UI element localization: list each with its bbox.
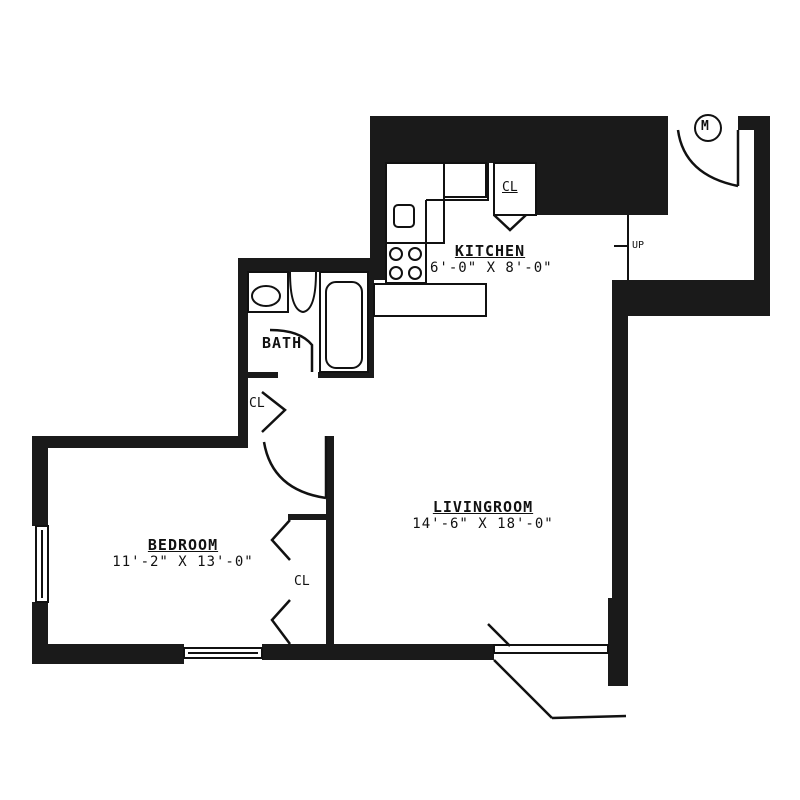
- bath-sink-icon: [251, 285, 281, 307]
- meter-circle-icon: [694, 114, 722, 142]
- bathtub-icon: [325, 281, 363, 369]
- exterior-walls: [32, 116, 770, 686]
- hall-closet-label: CL: [249, 396, 265, 411]
- windows: [35, 525, 609, 659]
- stair-up-label: UP: [632, 240, 645, 251]
- room-name: KITCHEN: [454, 242, 526, 260]
- bedroom-closet-label: CL: [294, 574, 310, 589]
- bedroom-label: BEDROOM 11'-2" X 13'-0": [108, 536, 258, 570]
- stove-burner-icon: [389, 266, 403, 280]
- stove-burner-icon: [408, 266, 422, 280]
- toilet-icon: [289, 271, 317, 314]
- kitchen-label: KITCHEN 6'-0" X 8'-0": [430, 242, 553, 276]
- livingroom-label: LIVINGROOM 14'-6" X 18'-0": [398, 498, 568, 532]
- room-name: BEDROOM: [147, 536, 219, 554]
- bath-fixtures: [247, 271, 369, 373]
- bath-label: BATH: [262, 334, 303, 352]
- kitchen-sink-icon: [393, 204, 415, 228]
- room-dimensions: 6'-0" X 8'-0": [430, 260, 553, 276]
- entry-meter-symbol: M: [701, 119, 709, 134]
- room-dimensions: 11'-2" X 13'-0": [112, 554, 254, 570]
- room-dimensions: 14'-6" X 18'-0": [412, 516, 554, 532]
- hall-doors: [261, 391, 328, 645]
- kitchen-closet-label: CL: [502, 180, 518, 195]
- stove-burner-icon: [408, 247, 422, 261]
- room-name: LIVINGROOM: [432, 498, 534, 516]
- stove-burner-icon: [389, 247, 403, 261]
- entry: [614, 114, 740, 280]
- balcony-lines: [487, 623, 627, 720]
- kitchen-fixtures: [385, 162, 537, 284]
